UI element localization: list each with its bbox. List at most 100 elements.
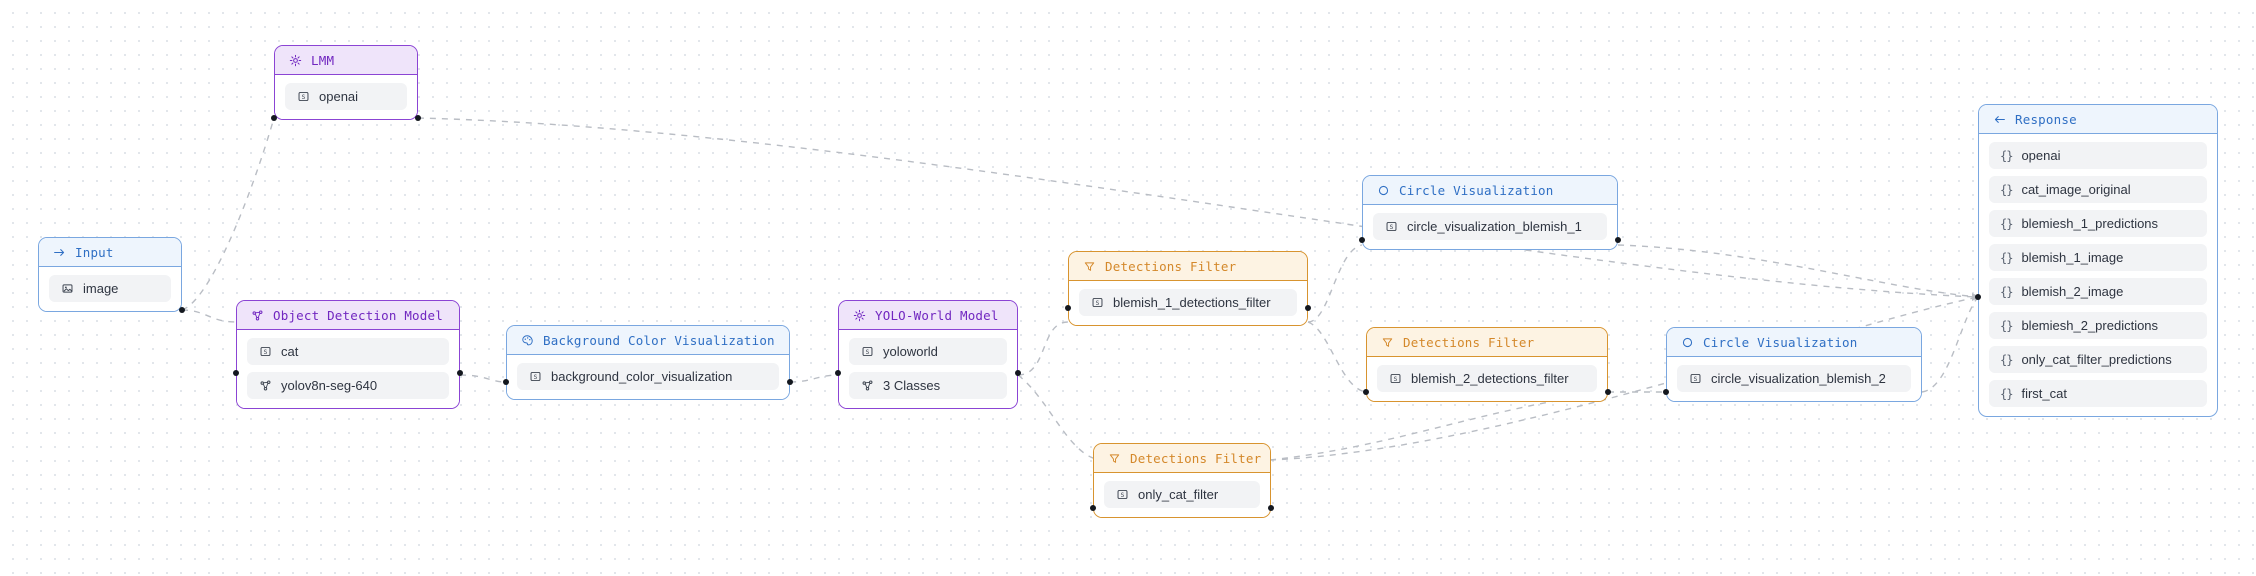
port-df1-in[interactable] (1065, 305, 1071, 311)
field-cv1-name[interactable]: S circle_visualization_blemish_1 (1373, 213, 1607, 240)
field-yolo-classes[interactable]: 3 Classes (849, 372, 1007, 399)
field-odm-cat[interactable]: S cat (247, 338, 449, 365)
field-lmm-openai[interactable]: S openai (285, 83, 407, 110)
port-response-in[interactable] (1975, 294, 1981, 300)
node-lmm[interactable]: LMM S openai (274, 45, 418, 120)
response-item[interactable]: {} only_cat_filter_predictions (1989, 346, 2207, 373)
paint-icon (520, 334, 534, 348)
node-background-color-visualization[interactable]: Background Color Visualization S backgro… (506, 325, 790, 400)
node-circle-visualization-1[interactable]: Circle Visualization S circle_visualizat… (1362, 175, 1618, 250)
model-graph-icon (250, 309, 264, 323)
field-lmm-openai-label: openai (319, 89, 359, 104)
node-input-header: Input (39, 238, 181, 267)
response-item[interactable]: {} cat_image_original (1989, 176, 2207, 203)
field-odm-cat-label: cat (281, 344, 299, 359)
node-detections-filter-3[interactable]: Detections Filter S only_cat_filter (1093, 443, 1271, 518)
node-detections-filter-1-header: Detections Filter (1069, 252, 1307, 281)
node-detections-filter-3-title: Detections Filter (1130, 451, 1262, 466)
node-object-detection-model-body: S cat yolov8n-seg-640 (237, 330, 459, 408)
port-yolo-in[interactable] (835, 370, 841, 376)
field-df1-name[interactable]: S blemish_1_detections_filter (1079, 289, 1297, 316)
field-bcv-name[interactable]: S background_color_visualization (517, 363, 779, 390)
object-braces-icon: {} (2000, 386, 2013, 401)
object-braces-icon: {} (2000, 148, 2013, 163)
response-item-label: openai (2021, 148, 2061, 163)
string-icon: S (1384, 220, 1398, 234)
svg-text:S: S (1120, 492, 1124, 499)
response-item[interactable]: {} blemish_2_image (1989, 278, 2207, 305)
response-item[interactable]: {} blemiesh_1_predictions (1989, 210, 2207, 237)
response-panel-header: Response (1979, 105, 2217, 134)
response-item[interactable]: {} blemiesh_2_predictions (1989, 312, 2207, 339)
node-circle-visualization-2[interactable]: Circle Visualization S circle_visualizat… (1666, 327, 1922, 402)
port-input-out[interactable] (179, 307, 185, 313)
port-df2-out[interactable] (1605, 389, 1611, 395)
filter-icon (1107, 452, 1121, 466)
string-icon: S (258, 345, 272, 359)
svg-text:S: S (1389, 224, 1393, 231)
node-background-color-visualization-header: Background Color Visualization (507, 326, 789, 355)
response-panel[interactable]: Response {} openai {} cat_image_original… (1978, 104, 2218, 417)
node-detections-filter-2[interactable]: Detections Filter S blemish_2_detections… (1366, 327, 1608, 402)
port-odm-out[interactable] (457, 370, 463, 376)
port-lmm-out[interactable] (415, 115, 421, 121)
port-df3-out[interactable] (1268, 505, 1274, 511)
node-lmm-title: LMM (311, 53, 335, 68)
response-item-label: blemiesh_2_predictions (2021, 318, 2159, 333)
field-odm-model[interactable]: yolov8n-seg-640 (247, 372, 449, 399)
port-df3-in[interactable] (1090, 505, 1096, 511)
field-df3-name[interactable]: S only_cat_filter (1104, 481, 1260, 508)
field-yolo-name-label: yoloworld (883, 344, 938, 359)
node-detections-filter-2-header: Detections Filter (1367, 328, 1607, 357)
gear-icon (288, 54, 302, 68)
node-object-detection-model[interactable]: Object Detection Model S cat yolov8n-seg… (236, 300, 460, 409)
object-braces-icon: {} (2000, 216, 2013, 231)
port-bcv-in[interactable] (503, 379, 509, 385)
arrow-left-icon (1992, 113, 2006, 127)
port-odm-in[interactable] (233, 370, 239, 376)
node-detections-filter-2-title: Detections Filter (1403, 335, 1535, 350)
svg-text:S: S (533, 374, 537, 381)
field-df2-name-label: blemish_2_detections_filter (1411, 371, 1569, 386)
port-cv1-in[interactable] (1359, 237, 1365, 243)
node-input-title: Input (75, 245, 114, 260)
field-cv2-name[interactable]: S circle_visualization_blemish_2 (1677, 365, 1911, 392)
port-yolo-out[interactable] (1015, 370, 1021, 376)
node-detections-filter-1-body: S blemish_1_detections_filter (1069, 281, 1307, 325)
field-image-label: image (83, 281, 119, 296)
port-cv1-out[interactable] (1615, 237, 1621, 243)
svg-text:S: S (301, 94, 305, 101)
node-input-body: image (39, 267, 181, 311)
port-cv2-in[interactable] (1663, 389, 1669, 395)
node-detections-filter-3-body: S only_cat_filter (1094, 473, 1270, 517)
response-item[interactable]: {} first_cat (1989, 380, 2207, 407)
field-df2-name[interactable]: S blemish_2_detections_filter (1377, 365, 1597, 392)
field-odm-model-label: yolov8n-seg-640 (281, 378, 378, 393)
circle-icon (1680, 336, 1694, 350)
node-yolo-world-model[interactable]: YOLO-World Model S yoloworld 3 Classes (838, 300, 1018, 409)
image-icon (60, 282, 74, 296)
svg-text:S: S (1095, 300, 1099, 307)
response-item[interactable]: {} openai (1989, 142, 2207, 169)
node-yolo-world-model-title: YOLO-World Model (875, 308, 999, 323)
response-item[interactable]: {} blemish_1_image (1989, 244, 2207, 271)
node-circle-visualization-2-title: Circle Visualization (1703, 335, 1858, 350)
port-df2-in[interactable] (1363, 389, 1369, 395)
model-graph-icon (258, 379, 272, 393)
port-df1-out[interactable] (1305, 305, 1311, 311)
field-image[interactable]: image (49, 275, 171, 302)
node-input[interactable]: Input image (38, 237, 182, 312)
string-icon: S (1388, 372, 1402, 386)
response-item-label: blemish_1_image (2021, 250, 2124, 265)
string-icon: S (296, 90, 310, 104)
port-bcv-out[interactable] (787, 379, 793, 385)
svg-text:S: S (865, 349, 869, 356)
field-yolo-name[interactable]: S yoloworld (849, 338, 1007, 365)
node-detections-filter-1[interactable]: Detections Filter S blemish_1_detections… (1068, 251, 1308, 326)
string-icon: S (860, 345, 874, 359)
port-lmm-in[interactable] (271, 115, 277, 121)
node-detections-filter-3-header: Detections Filter (1094, 444, 1270, 473)
object-braces-icon: {} (2000, 352, 2013, 367)
node-lmm-body: S openai (275, 75, 417, 119)
